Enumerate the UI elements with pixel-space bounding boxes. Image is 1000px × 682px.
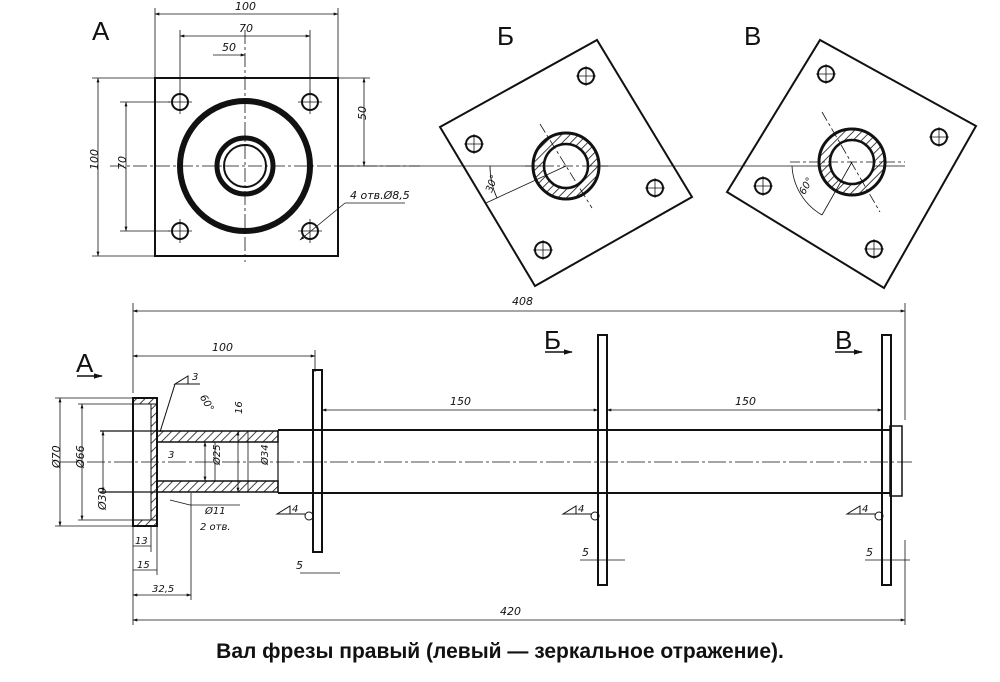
plan-view: А: [92, 8, 420, 262]
chamfer-angle-text: 60°: [197, 393, 215, 414]
dim-16-text: 16: [234, 401, 245, 414]
dim-5a-text: 5: [296, 559, 303, 572]
dim-34-text: Ø34: [259, 444, 271, 466]
plan-view-dimension-texts: 100 70 50 100 70 50 4 отв.Ø8,5: [88, 0, 410, 202]
section-arrow-v: В: [835, 325, 852, 355]
holes-11-count-text: 2 отв.: [200, 522, 231, 533]
dim-5c-text: 5: [866, 546, 873, 559]
knife-plate-2: [597, 334, 608, 586]
section-texts: 408 100 150 150 Ø70 Ø66 Ø30 Ø25 Ø34 16 3…: [50, 295, 873, 618]
weld-4c-text: 4: [862, 504, 868, 515]
holes-11-text: Ø11: [204, 505, 226, 517]
holes-b: [464, 66, 665, 260]
knife-plate-1: [312, 369, 323, 553]
dim-408-text: 408: [512, 295, 533, 308]
rotated-view-v: В 60°: [725, 21, 978, 290]
flange-plate-outline: [154, 77, 339, 257]
dim-holes-spacing-text: 70: [239, 22, 253, 35]
dim-150b-text: 150: [735, 395, 756, 408]
dim-15-text: 15: [137, 560, 150, 571]
angle-b-text: 30°: [484, 174, 500, 194]
angle-v-text: 60°: [798, 176, 816, 197]
section-arrow-a: А: [76, 348, 94, 378]
weld-3-text: 3: [192, 372, 198, 383]
dim-420-text: 420: [500, 605, 521, 618]
dim-width-text: 100: [235, 0, 256, 13]
dim-325-text: 32,5: [152, 584, 174, 595]
weld-symbol-3: [561, 505, 600, 521]
weld-4a-text: 4: [292, 504, 298, 515]
dim-100-text: 100: [212, 341, 233, 354]
view-label-a: А: [92, 16, 110, 46]
shaft-section: [55, 303, 912, 625]
dim-13-text: 13: [135, 536, 148, 547]
dim-bore-text: Ø30: [96, 487, 109, 511]
dim-5b-text: 5: [582, 546, 589, 559]
view-label-v: В: [744, 21, 761, 51]
dim-height-text: 100: [88, 149, 101, 170]
view-label-b: Б: [497, 21, 514, 51]
drawing-caption: Вал фрезы правый (левый — зеркальное отр…: [216, 640, 784, 663]
dim-holes-vertical-text: 70: [116, 156, 129, 170]
knife-plate-3: [881, 334, 892, 586]
weld-symbol-1: [159, 375, 200, 433]
weld-4b-text: 4: [578, 504, 584, 515]
section-arrow-b: Б: [544, 325, 561, 355]
dim-half-text: 50: [222, 41, 236, 54]
dim-150a-text: 150: [450, 395, 471, 408]
rotated-view-b: Б 30°: [438, 21, 694, 288]
weld-symbol-4: [845, 505, 884, 521]
plate-v-outline: [725, 38, 978, 290]
plate-b-outline: [438, 38, 694, 288]
dim-25-text: Ø25: [211, 444, 223, 466]
holes-note-text: 4 отв.Ø8,5: [350, 189, 410, 202]
dim-3-text: 3: [168, 450, 174, 461]
holes-v: [753, 64, 949, 259]
weld-symbol-2: [275, 505, 314, 521]
dim-outer-text: Ø70: [50, 445, 63, 469]
dim-inner-text: Ø66: [74, 445, 87, 469]
dim-right-text: 50: [356, 106, 369, 120]
